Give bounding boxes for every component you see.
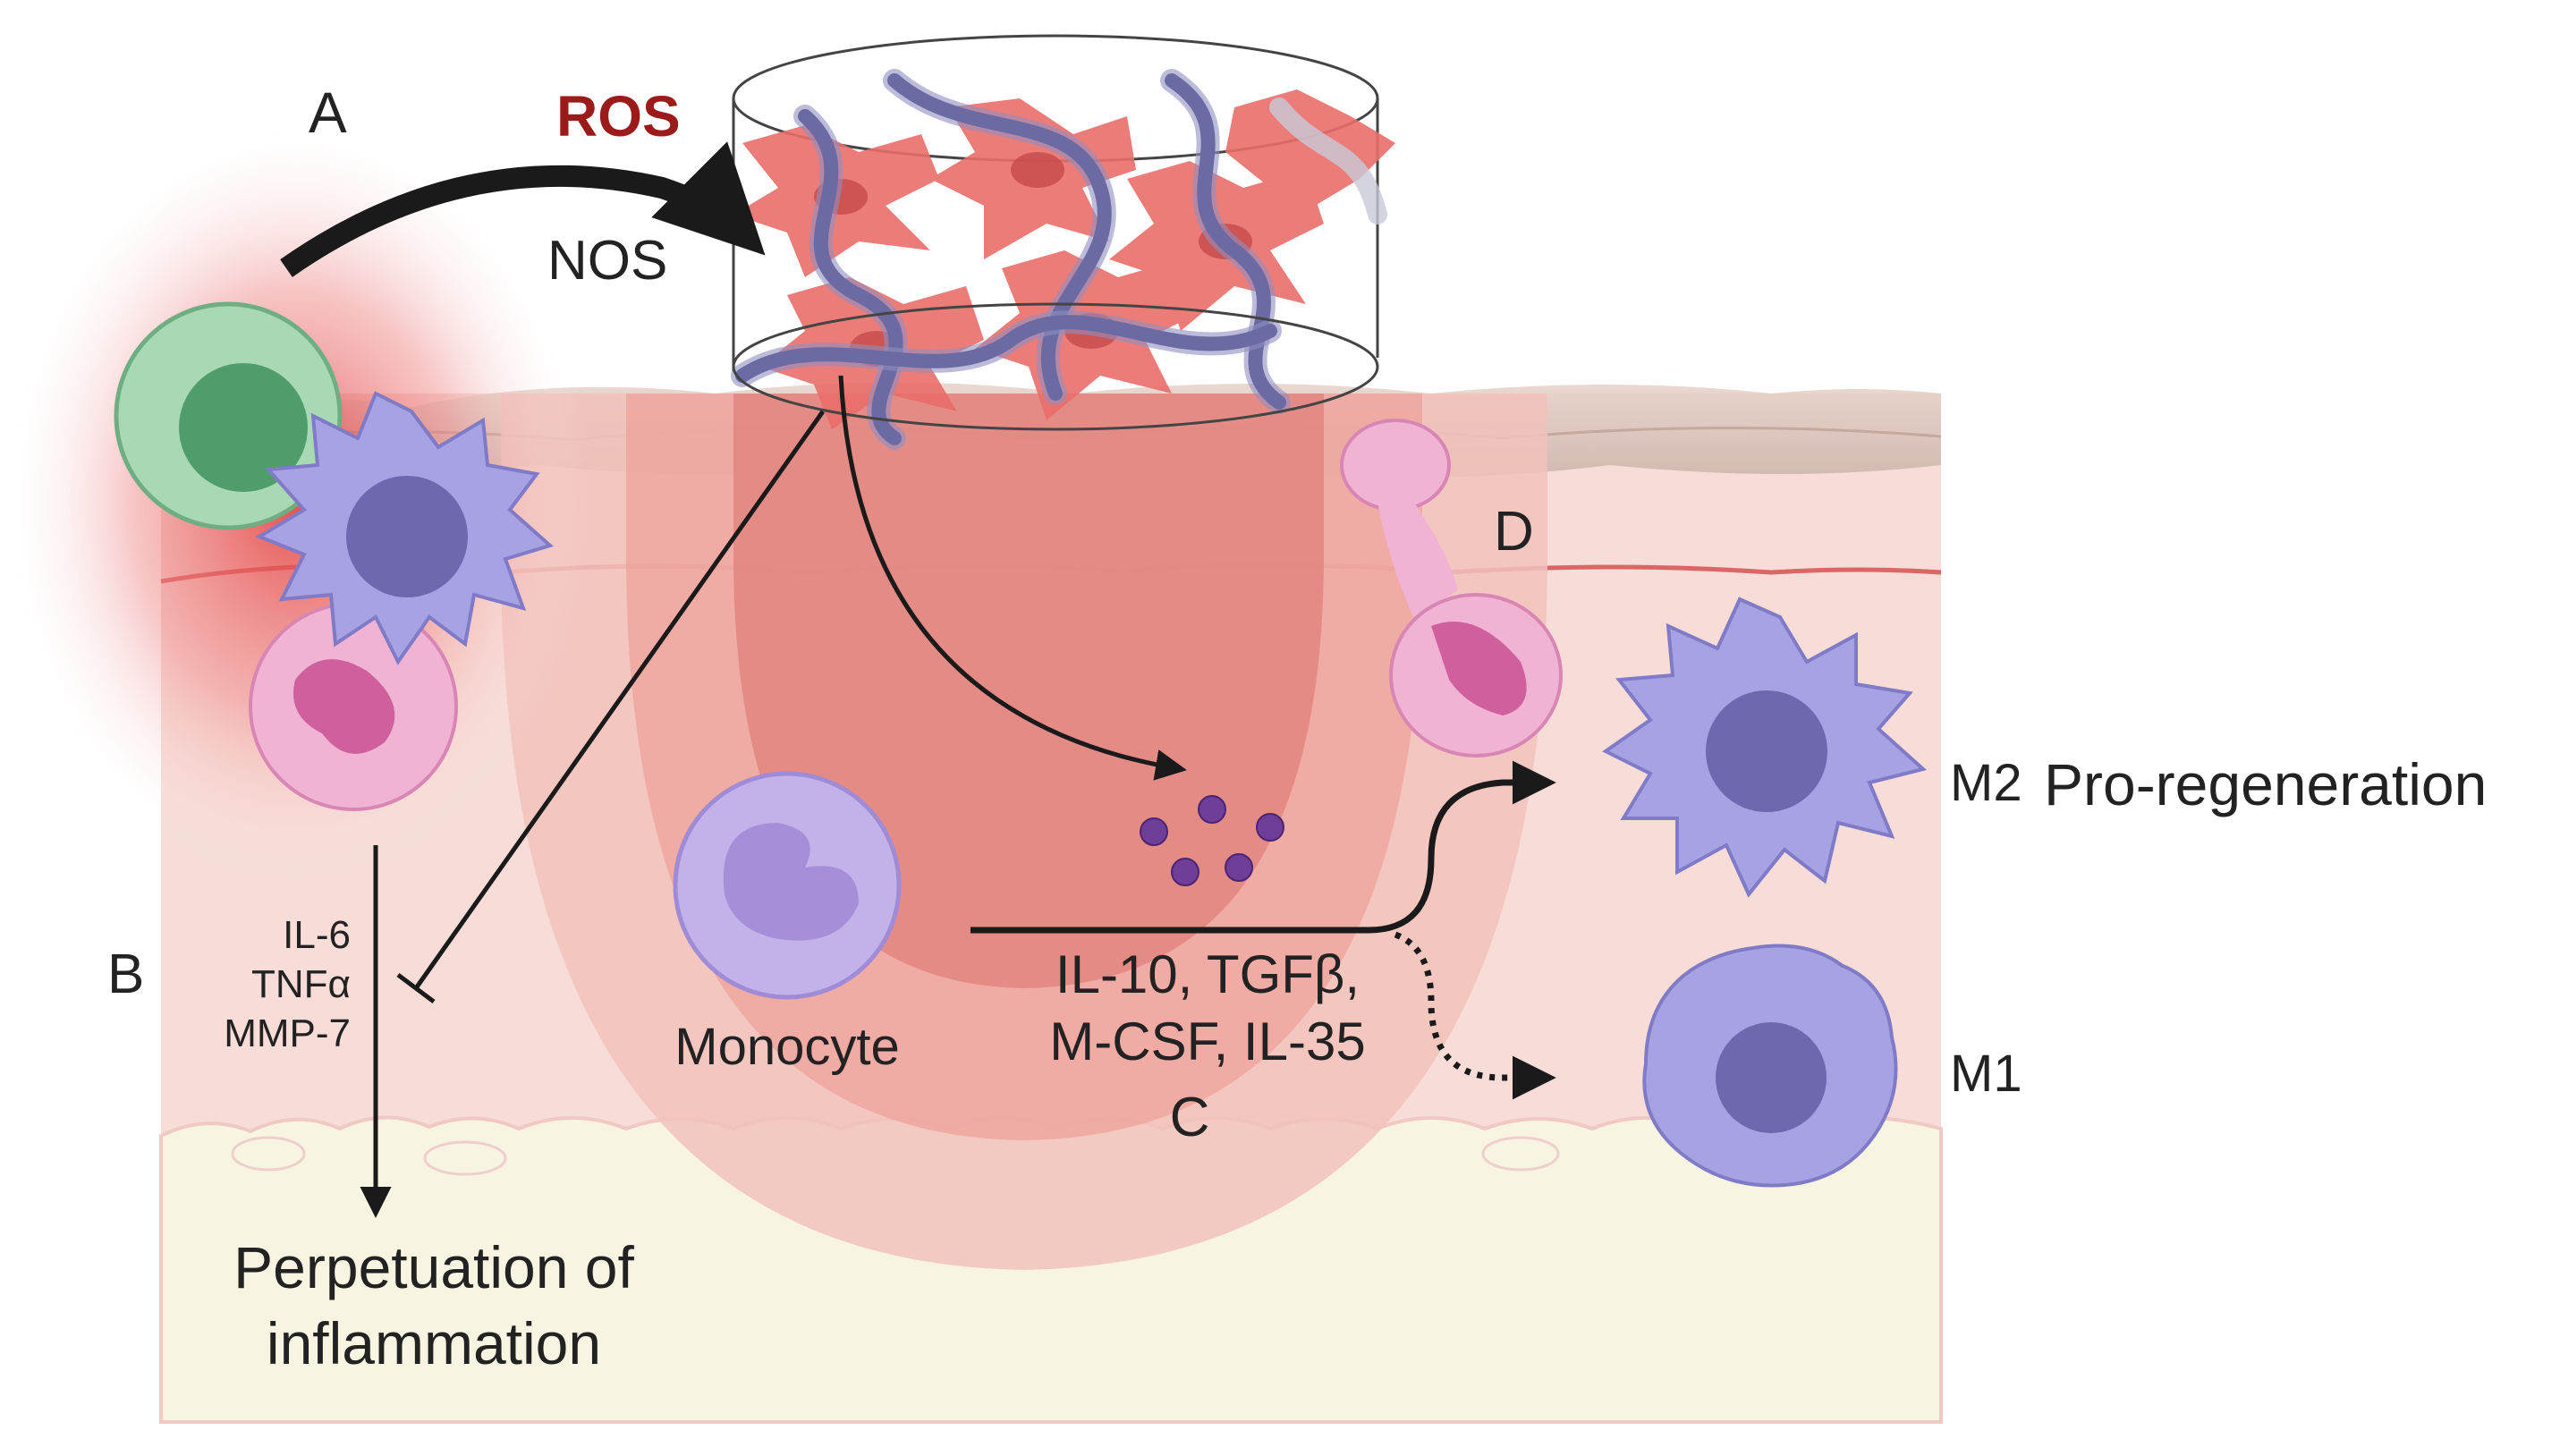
arrow-scaffold-to-vesicles [838,375,1187,781]
neutrophil-d [1340,419,1563,758]
label-d: D [1494,501,1534,563]
cytokine-b-3: MMP-7 [224,1012,351,1055]
arrow-a [280,141,766,277]
cytokine-c-line1: IL-10, TGFβ, [1055,944,1360,1004]
label-nos: NOS [547,230,667,292]
labels: A ROS NOS B IL-6 TNFα MMP-7 Perpetuation… [107,80,2487,1376]
macrophage-left [255,391,555,665]
perpetuation-line1: Perpetuation of [233,1234,634,1300]
label-ros: ROS [556,84,681,148]
label-b: B [107,944,144,1005]
arrow-to-m1 [1394,931,1556,1100]
label-m2: M2 [1950,754,2022,812]
perpetuation-line2: inflammation [267,1310,601,1376]
cytokine-b-2: TNFα [251,962,351,1006]
label-c: C [1170,1087,1210,1148]
arrow-to-m2 [971,760,1556,934]
cytokine-c-line2: M-CSF, IL-35 [1049,1012,1365,1071]
label-monocyte: Monocyte [674,1018,899,1076]
hydrogel-scaffold [731,34,1395,450]
arrows [280,141,1556,1218]
cytokine-b-1: IL-6 [283,913,351,957]
m1-macrophage [1642,944,1898,1188]
inhibition-line [413,410,826,990]
neutrophil-left [249,602,458,811]
monocyte-cell [673,771,902,1000]
vesicles [1140,795,1284,886]
m2-macrophage [1602,597,1928,898]
label-a: A [309,80,347,145]
label-pro-regeneration: Pro-regeneration [2044,751,2487,817]
label-m1: M1 [1950,1045,2022,1103]
